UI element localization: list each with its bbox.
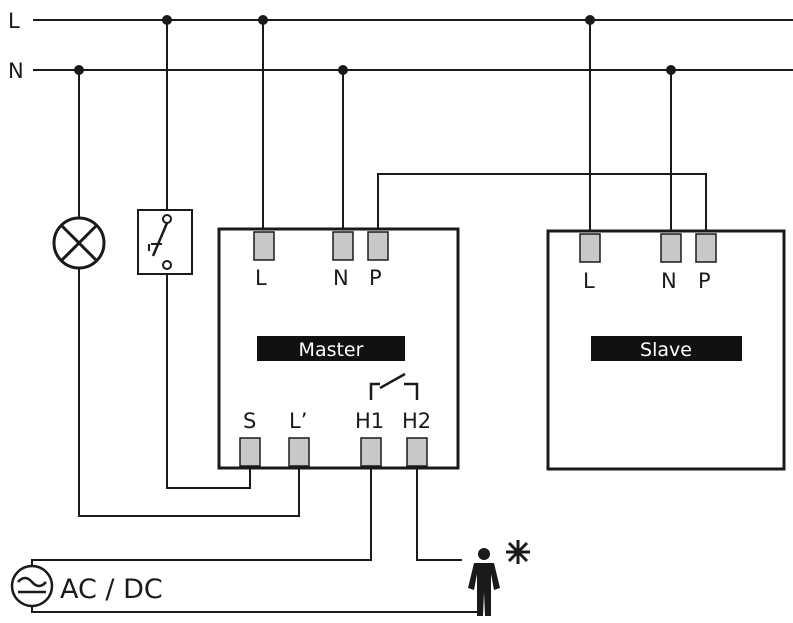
master-name-bar — [257, 336, 405, 361]
terminal-master-p — [367, 231, 389, 261]
terminal-master-h1 — [360, 437, 382, 467]
slave-name-bar — [591, 336, 742, 361]
master-module: L N P Master S L’ H1 H2 — [217, 227, 460, 470]
wire-h2 — [416, 466, 462, 561]
terminal-master-s — [239, 437, 261, 467]
master-terminal-label-n: N — [333, 266, 349, 290]
terminal-slave-l — [579, 233, 601, 263]
relay-contact-icon — [369, 372, 419, 400]
master-name: Master — [299, 339, 364, 361]
wire-p-link — [377, 173, 707, 234]
terminal-slave-n — [660, 233, 682, 263]
slave-terminal-label-n: N — [661, 269, 677, 293]
terminal-master-lprime — [288, 437, 310, 467]
master-terminal-label-lprime: L’ — [289, 409, 307, 433]
neutral-line-label: N — [8, 59, 24, 83]
terminal-master-h2 — [406, 437, 428, 467]
wire-h1 — [31, 466, 480, 613]
master-terminal-label-h1: H1 — [355, 409, 384, 433]
master-terminal-label-s: S — [243, 409, 256, 433]
slave-terminal-label-p: P — [698, 269, 711, 293]
master-terminal-label-l: L — [255, 266, 267, 290]
terminal-master-l — [253, 231, 275, 261]
terminal-master-n — [332, 231, 354, 261]
slave-name: Slave — [640, 339, 692, 361]
terminal-slave-p — [695, 233, 717, 263]
wire-switch-bottom — [166, 274, 251, 489]
master-terminal-label-h2: H2 — [402, 409, 431, 433]
live-line-label: L — [8, 9, 20, 33]
slave-module: L N P Slave — [546, 229, 786, 471]
junction-dots — [74, 15, 676, 75]
presence-sensor-icon — [468, 540, 530, 616]
lamp-icon — [52, 216, 106, 270]
master-terminal-label-p: P — [369, 266, 382, 290]
wires — [31, 20, 707, 613]
supply-label: AC / DC — [60, 574, 163, 605]
supply-lines — [33, 19, 793, 71]
wire-lamp-return — [78, 268, 300, 517]
slave-terminal-label-l: L — [583, 269, 595, 293]
ac-dc-source-icon — [10, 564, 54, 608]
pushbutton-switch-icon — [137, 209, 193, 275]
